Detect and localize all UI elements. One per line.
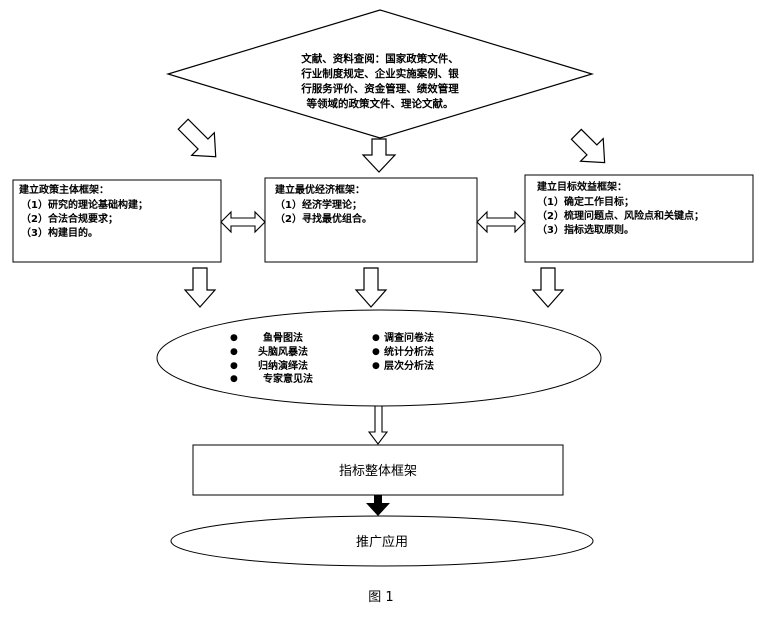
box3-item-1: （1）确定工作目标； (537, 195, 634, 208)
method-left-3: 归纳演绎法 (258, 359, 308, 372)
method-bullet: ● (230, 374, 238, 384)
method-bullet: ● (372, 347, 380, 357)
box1-title: 建立政策主体框架： (18, 183, 109, 196)
arrow-to-framework (367, 405, 389, 445)
box2-item-2: （2）寻找最优组合。 (275, 212, 372, 225)
diamond-line-3: 行服务评价、资金管理、绩效管理 (300, 82, 459, 95)
benefit-framework-box (524, 174, 754, 263)
overall-framework-label: 指标整体框架 (339, 464, 417, 479)
arrow-box2-down (354, 267, 388, 308)
method-right-3: 层次分析法 (384, 359, 434, 372)
method-bullet: ● (230, 361, 238, 371)
diamond-line-2: 行业制度规定、企业实施案例、银 (300, 67, 459, 80)
method-left-4: 专家意见法 (263, 372, 313, 385)
promote-ellipse (170, 515, 594, 567)
box1-item-3: （3）构建目的。 (21, 226, 98, 239)
promote-label: 推广应用 (356, 534, 408, 550)
box1-item-1: （1）研究的理论基础构建； (21, 198, 148, 211)
solid-arrow-head (366, 503, 390, 516)
box2-item-1: （1）经济学理论； (275, 198, 362, 211)
source-diamond (165, 9, 595, 139)
diamond-line-1: 文献、资料查阅：国家政策文件、 (300, 52, 459, 65)
method-bullet: ● (372, 333, 380, 343)
arrow-box1-down (183, 267, 217, 308)
method-left-2: 头脑风暴法 (258, 345, 308, 358)
overall-framework-box (192, 444, 564, 496)
diamond-line-4: 等领域的政策文件、理论文献。 (306, 97, 454, 110)
method-bullet: ● (230, 333, 238, 343)
solid-arrow-shaft (374, 495, 382, 504)
arrow-box3-down (531, 267, 565, 308)
box3-item-2: （2）梳理问题点、风险点和关键点； (537, 209, 704, 222)
method-bullet: ● (372, 361, 380, 371)
double-arrow-right (476, 210, 526, 234)
method-right-2: 统计分析法 (384, 345, 434, 358)
figure-caption: 图 1 (368, 590, 393, 605)
arrow-to-right-box (570, 128, 606, 164)
box3-item-3: （3）指标选取原则。 (537, 223, 634, 236)
double-arrow-left (220, 210, 266, 234)
method-right-1: 调查问卷法 (384, 331, 434, 344)
arrow-to-middle-box (361, 138, 397, 173)
box1-item-2: （2）合法合规要求； (21, 212, 118, 225)
methods-ellipse (156, 309, 602, 407)
policy-framework-box (12, 179, 222, 263)
method-left-1: 鱼骨图法 (263, 331, 303, 344)
economic-framework-box (264, 177, 478, 263)
method-bullet: ● (230, 347, 238, 357)
box3-title: 建立目标效益框架： (536, 180, 627, 193)
arrow-to-left-box (177, 118, 217, 158)
box2-title: 建立最优经济框架： (274, 183, 365, 196)
